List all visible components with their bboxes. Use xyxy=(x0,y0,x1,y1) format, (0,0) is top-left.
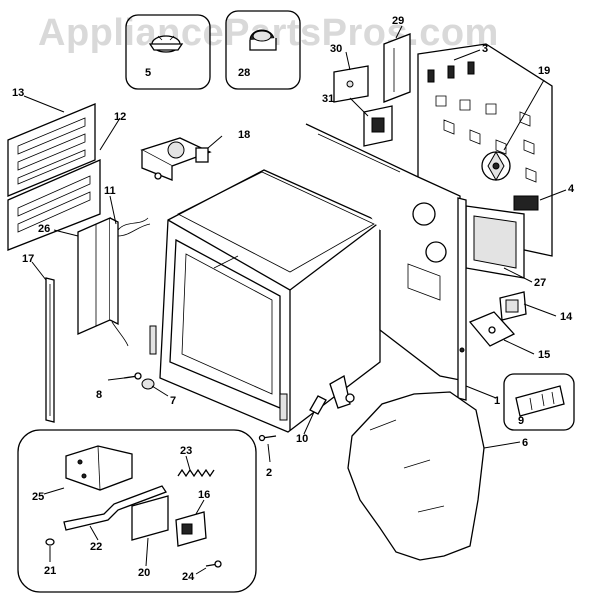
switch-part-18 xyxy=(140,137,212,181)
part-label-17: 17 xyxy=(22,253,34,265)
part-label-2: 2 xyxy=(266,467,272,479)
part-label-27: 27 xyxy=(534,277,546,289)
part-label-14: 14 xyxy=(560,311,573,323)
part-label-19: 19 xyxy=(538,65,550,77)
part-label-23: 23 xyxy=(180,445,192,457)
part-label-30: 30 xyxy=(330,43,342,55)
inset-box-part-9 xyxy=(503,373,575,431)
part-label-8: 8 xyxy=(96,389,102,401)
thermostat-part-28 xyxy=(249,29,277,51)
inset-box-door-lock xyxy=(17,429,257,593)
part-label-22: 22 xyxy=(90,541,102,553)
thermostat-part-5 xyxy=(148,35,184,53)
part-label-26: 26 xyxy=(38,223,50,235)
part-label-25: 25 xyxy=(32,491,44,503)
leader-lines xyxy=(23,25,567,575)
part-label-5: 5 xyxy=(145,67,151,79)
part-label-18: 18 xyxy=(238,129,250,141)
screw-part-2 xyxy=(258,434,277,442)
bracket-part-29 xyxy=(383,33,411,103)
part-label-31: 31 xyxy=(322,93,334,105)
screw-part-24 xyxy=(205,560,222,568)
side-panel-part-13 xyxy=(7,103,96,197)
inset-box-part-28 xyxy=(225,10,301,90)
gasket-frame-part-27 xyxy=(465,205,525,279)
duct-part-26 xyxy=(77,217,119,335)
inset-box-part-5 xyxy=(125,14,211,90)
bracket-part-15 xyxy=(468,311,516,347)
wire-harness-part-11 xyxy=(111,217,151,347)
part-label-6: 6 xyxy=(522,437,528,449)
spring-part-23 xyxy=(177,468,215,478)
part-label-28: 28 xyxy=(238,67,250,79)
pin-part-21 xyxy=(45,538,55,546)
rail-part-17 xyxy=(45,277,55,423)
switch-part-16 xyxy=(175,511,207,547)
part-label-13: 13 xyxy=(12,87,24,99)
part-number-labels: 13 12 5 28 18 11 26 17 8 7 2 10 30 31 29… xyxy=(12,15,575,583)
fan-part-19 xyxy=(481,150,511,182)
part-label-21: 21 xyxy=(44,565,56,577)
relay-part-31 xyxy=(363,105,393,147)
plate-part-20 xyxy=(131,495,169,541)
part-label-24: 24 xyxy=(182,571,195,583)
part-label-20: 20 xyxy=(138,567,150,579)
screw-part-8 xyxy=(123,372,142,380)
part-label-11: 11 xyxy=(104,185,116,197)
part-label-15: 15 xyxy=(538,349,550,361)
part-label-12: 12 xyxy=(114,111,126,123)
part-label-1: 1 xyxy=(494,395,500,407)
part-label-10: 10 xyxy=(296,433,308,445)
latch-part-10 xyxy=(309,374,355,415)
part-label-9: 9 xyxy=(518,415,524,427)
terminal-block-part-9 xyxy=(515,385,565,417)
oven-cavity xyxy=(149,169,381,433)
lever-part-22 xyxy=(63,485,167,531)
side-strip-part-1 xyxy=(457,197,467,401)
part-label-3: 3 xyxy=(482,43,488,55)
part-label-29: 29 xyxy=(392,15,404,27)
part-label-7: 7 xyxy=(170,395,176,407)
part-label-16: 16 xyxy=(198,489,210,501)
strip-panel-part-12 xyxy=(7,159,101,251)
transformer-part-14 xyxy=(499,291,527,321)
bracket-part-25 xyxy=(65,445,133,491)
clip-part-7 xyxy=(141,378,155,390)
control-board-part-30 xyxy=(333,65,369,103)
part-label-4: 4 xyxy=(568,183,575,195)
insulation-part-6 xyxy=(347,391,485,561)
